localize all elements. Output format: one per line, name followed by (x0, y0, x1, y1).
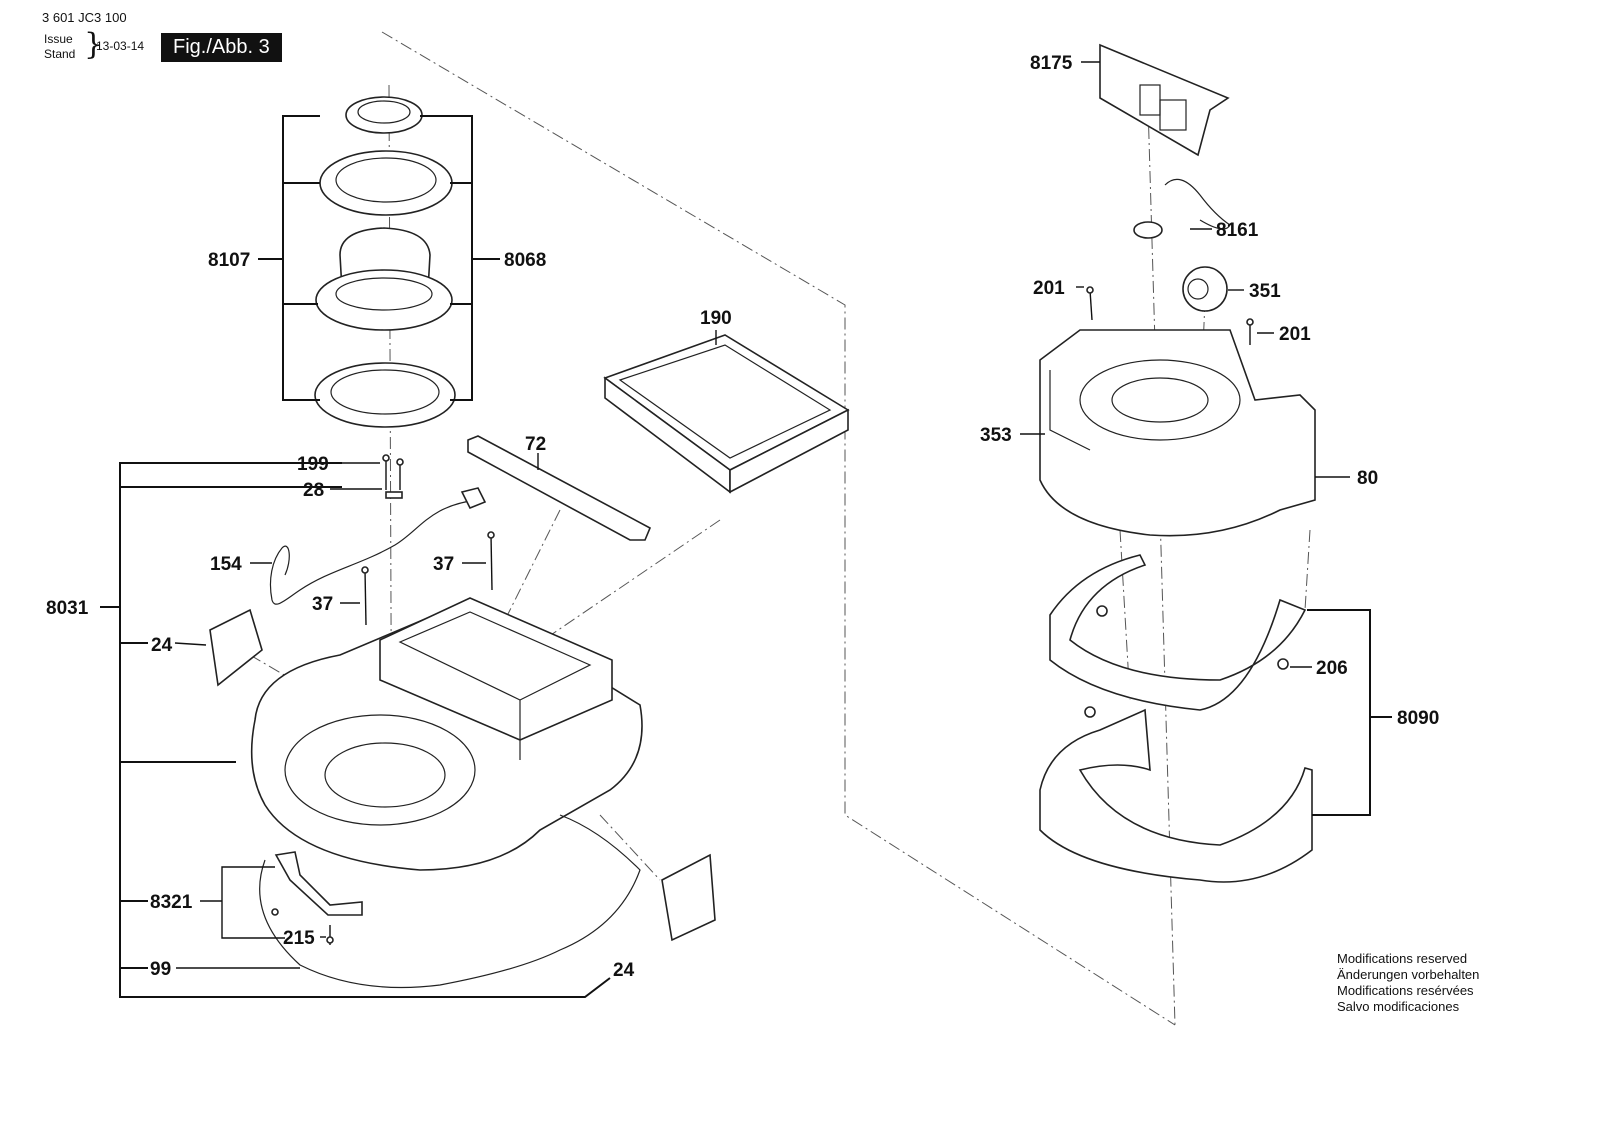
label-201-upper: 201 (1033, 278, 1065, 299)
label-24-upper: 24 (151, 635, 173, 656)
modifications-notice: Modifications reserved Änderungen vorbeh… (1337, 951, 1479, 1015)
bracket-8321 (274, 851, 363, 916)
power-cable (269, 499, 479, 605)
label-154: 154 (210, 554, 242, 575)
label-201-lower: 201 (1279, 324, 1311, 345)
notice-line-fr: Modifications resérvées (1337, 983, 1474, 998)
label-215: 215 (283, 928, 315, 949)
issue-label: Issue (44, 32, 73, 46)
part-number-labels: 8175 8161 201 351 201 353 80 206 8090 81… (46, 53, 1439, 981)
side-cover-upper (209, 608, 263, 687)
notice-line-de: Änderungen vorbehalten (1337, 967, 1480, 982)
screws-right (1086, 286, 1254, 345)
motor-seal-ring-top (345, 96, 423, 134)
flat-filter (603, 334, 850, 494)
label-8031: 8031 (46, 598, 89, 619)
label-351: 351 (1249, 281, 1281, 302)
sealing-strip (467, 435, 652, 541)
label-80: 80 (1357, 468, 1378, 489)
issue-stand-label: Issue Stand (44, 32, 84, 62)
stand-label: Stand (44, 47, 76, 61)
figure-label: Fig./Abb. 3 (161, 33, 282, 62)
upper-housing-80 (1039, 329, 1316, 537)
notice-line-en: Modifications reserved (1337, 951, 1468, 966)
label-37-right: 37 (433, 554, 454, 575)
motor-ring-lower (314, 362, 456, 428)
sensor-8161 (1133, 178, 1231, 239)
label-8107: 8107 (208, 250, 250, 271)
screws-left (361, 454, 495, 626)
damper-351 (1182, 266, 1228, 312)
label-8175: 8175 (1030, 53, 1073, 74)
label-8161: 8161 (1216, 220, 1259, 241)
seal-cord (259, 814, 641, 989)
label-8090: 8090 (1397, 708, 1439, 729)
label-37-left: 37 (312, 594, 333, 615)
cable-plug (460, 487, 487, 510)
label-206: 206 (1316, 658, 1348, 679)
label-190: 190 (700, 308, 732, 329)
label-24-lower: 24 (613, 960, 635, 981)
label-199: 199 (297, 454, 329, 475)
notice-line-es: Salvo modificaciones (1337, 999, 1460, 1014)
label-8321: 8321 (150, 892, 193, 913)
leader-lines (100, 61, 1392, 998)
brace-glyph: } (84, 27, 104, 62)
motor-stack (314, 96, 456, 428)
document-number: 3 601 JC3 100 (42, 10, 127, 25)
motor-ring-upper (319, 150, 453, 216)
label-28: 28 (303, 480, 324, 501)
main-housing (250, 597, 643, 871)
label-8068: 8068 (504, 250, 546, 271)
side-cover-lower (661, 853, 716, 942)
label-99: 99 (150, 959, 171, 980)
bumper-8090 (1039, 554, 1313, 883)
issue-date: 13-03-14 (96, 39, 145, 53)
label-353: 353 (980, 425, 1012, 446)
label-72: 72 (525, 434, 546, 455)
